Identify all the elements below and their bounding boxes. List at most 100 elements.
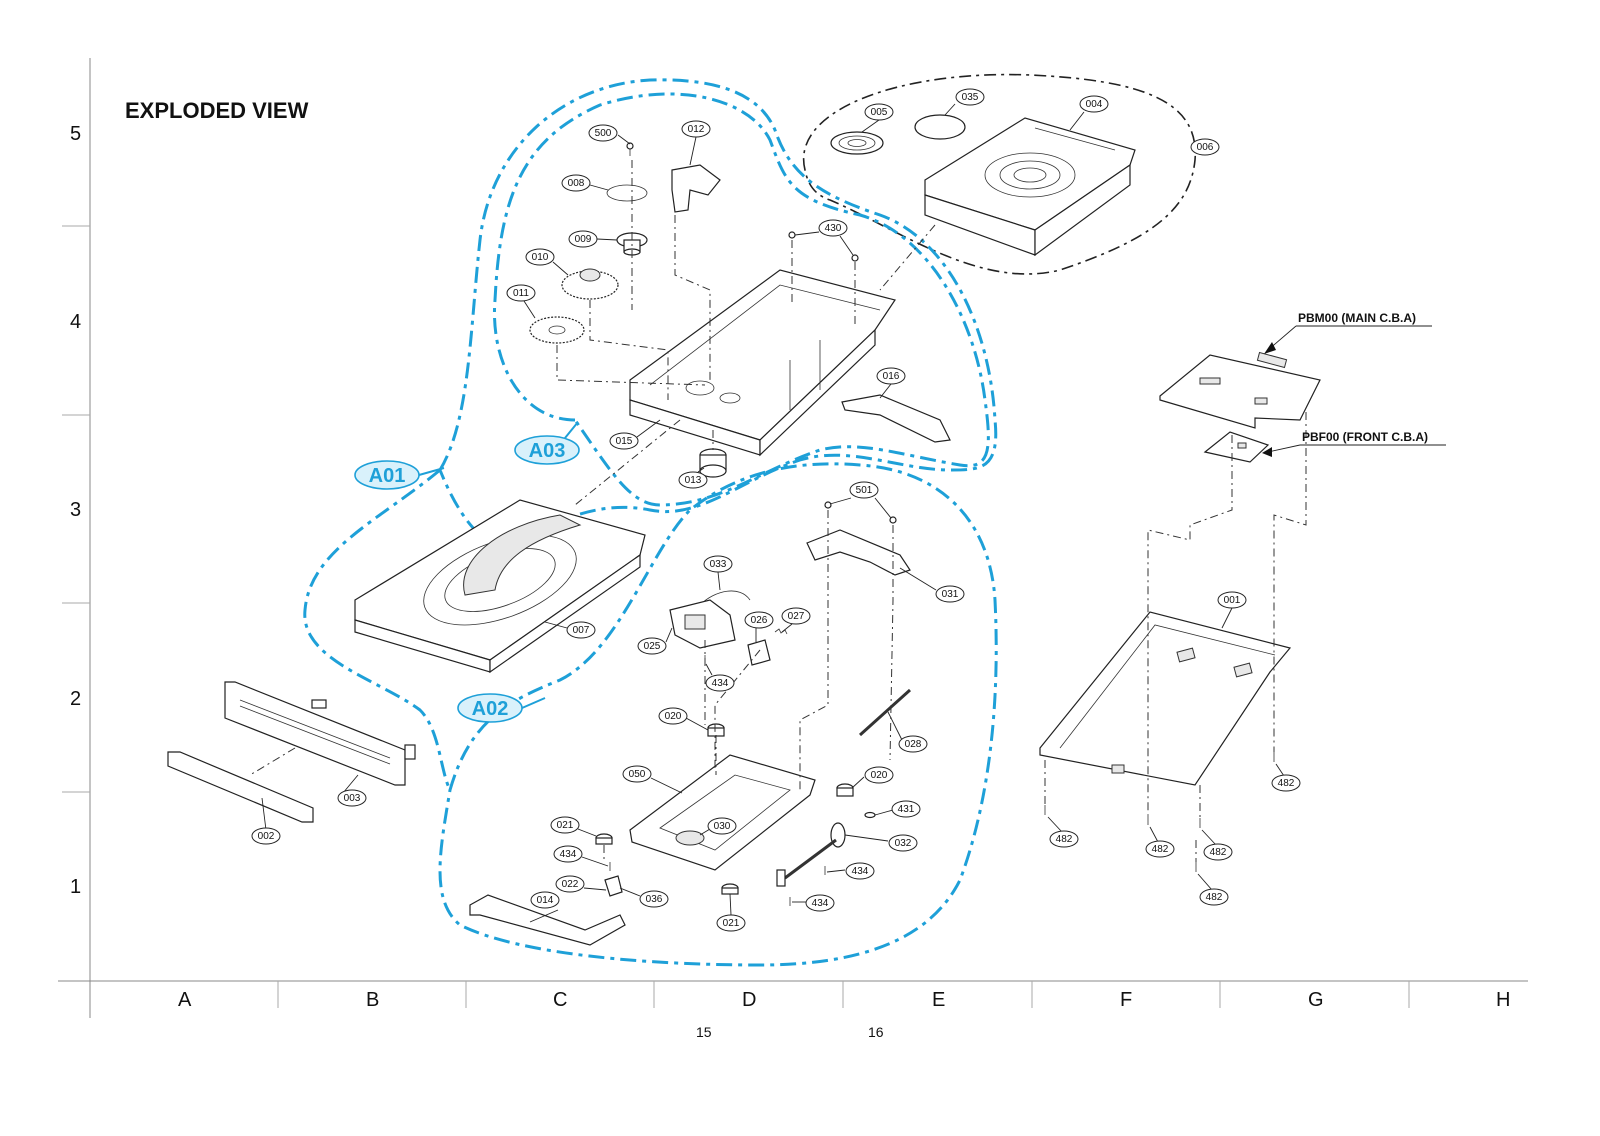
part-number: 011	[513, 288, 529, 299]
callout-025: 025	[637, 627, 673, 655]
callout-031: 031	[899, 567, 965, 603]
column-label: G	[1308, 989, 1324, 1011]
callout-434-mid: 434	[826, 862, 875, 880]
part-number: 015	[616, 436, 633, 447]
part-number: 020	[665, 711, 682, 722]
part-007-tray-drawing	[354, 499, 646, 674]
part-021-damper-drawing	[595, 833, 613, 845]
column-ticks	[277, 981, 1410, 1008]
part-number: 016	[883, 371, 900, 382]
part-050-traverse-drawing	[629, 754, 816, 871]
callout-482-b: 482	[1145, 826, 1175, 858]
row-label: 3	[70, 499, 81, 521]
main-board-label-text: PBM00 (MAIN C.B.A)	[1298, 311, 1416, 325]
callout-030: 030	[699, 817, 737, 836]
column-label: E	[932, 989, 945, 1011]
part-020-damper-drawing	[836, 783, 854, 797]
callout-434-left: 434	[553, 845, 609, 867]
part-number: 434	[852, 866, 869, 877]
assembly-label-text: A03	[529, 440, 566, 462]
part-number: 050	[629, 769, 646, 780]
callout-022: 022	[555, 875, 607, 893]
callout-028: 028	[887, 711, 928, 753]
part-number: 482	[1206, 892, 1223, 903]
main-board-drawing	[1159, 351, 1321, 429]
part-number: 434	[560, 849, 577, 860]
part-number: 031	[942, 589, 959, 600]
callout-033: 033	[703, 555, 733, 591]
part-014-bracket-drawing	[469, 894, 626, 946]
callout-026: 026	[744, 611, 774, 642]
part-number: 020	[871, 770, 888, 781]
callout-482-d: 482	[1197, 873, 1229, 906]
part-number: 013	[685, 475, 702, 486]
part-010-gear-drawing	[561, 268, 619, 300]
part-number: 036	[646, 894, 663, 905]
part-482-screws-drawing	[1044, 752, 1275, 872]
callout-434-low: 434	[792, 894, 835, 912]
part-number: 033	[710, 559, 727, 570]
callout-501: 501	[829, 481, 892, 519]
front-board-label: PBF00 (FRONT C.B.A)	[1262, 430, 1446, 457]
row-label: 2	[70, 688, 81, 710]
part-number: 010	[532, 252, 549, 263]
part-015-chassis-drawing	[629, 269, 896, 457]
front-board-drawing	[1203, 431, 1270, 463]
callout-020-left: 020	[658, 707, 709, 731]
leader-a01	[418, 467, 445, 476]
leader-a02	[521, 697, 546, 709]
part-005-clamp-drawing	[830, 131, 884, 155]
assembly-a01-outline	[438, 78, 998, 547]
part-001-bottom-plate-drawing	[1039, 611, 1292, 786]
callout-011: 011	[506, 284, 536, 319]
part-026-drawing	[747, 639, 771, 666]
column-label: H	[1496, 989, 1510, 1011]
part-number: 431	[898, 804, 915, 815]
part-number: 012	[688, 124, 705, 135]
callout-020-right: 020	[851, 766, 894, 789]
part-012-lever-drawing	[671, 164, 721, 213]
callout-010: 010	[525, 248, 569, 276]
part-number: 035	[962, 92, 979, 103]
callout-001: 001	[1217, 591, 1247, 629]
part-number: 482	[1210, 847, 1227, 858]
part-500-screw-drawing	[626, 142, 634, 156]
part-number: 003	[344, 793, 361, 804]
part-number: 434	[812, 898, 829, 909]
column-label: C	[553, 989, 567, 1011]
callout-016: 016	[876, 367, 906, 399]
part-004-top-cover-drawing	[924, 117, 1136, 257]
main-board-label: PBM00 (MAIN C.B.A)	[1264, 311, 1432, 354]
part-number: 027	[788, 611, 805, 622]
part-number: 434	[712, 678, 729, 689]
callout-430: 430	[794, 219, 854, 256]
leader-a03	[564, 421, 579, 439]
part-number: 009	[575, 234, 592, 245]
part-031-bracket-drawing	[806, 529, 911, 576]
assembly-a01-outline-lower	[303, 468, 452, 791]
page-number: 15	[696, 1024, 712, 1040]
column-label: F	[1120, 989, 1132, 1011]
assembly-a03-outline	[492, 92, 990, 507]
assembly-label-text: A01	[369, 465, 406, 487]
part-number: 482	[1152, 844, 1169, 855]
part-number: 482	[1056, 834, 1073, 845]
part-025-pickup-drawing	[669, 599, 736, 649]
part-number: 021	[723, 918, 740, 929]
callout-013: 013	[678, 467, 708, 489]
callout-027: 027	[781, 607, 811, 633]
page-number: 16	[868, 1024, 884, 1040]
part-016-slider-drawing	[841, 394, 951, 443]
assembly-a02-outline	[438, 462, 998, 967]
part-011-gear-drawing	[529, 316, 585, 344]
callout-003: 003	[337, 774, 367, 807]
callout-006: 006	[1190, 138, 1220, 156]
part-027-spring-drawing	[774, 628, 788, 635]
part-035-sheet-drawing	[914, 114, 966, 140]
callout-032: 032	[844, 834, 918, 852]
part-number: 032	[895, 838, 912, 849]
part-callouts: 500 012 008 009 010 011 430 015 016 013 …	[251, 88, 1301, 932]
part-003-bezel-drawing	[224, 681, 416, 786]
part-number: 501	[856, 485, 873, 496]
